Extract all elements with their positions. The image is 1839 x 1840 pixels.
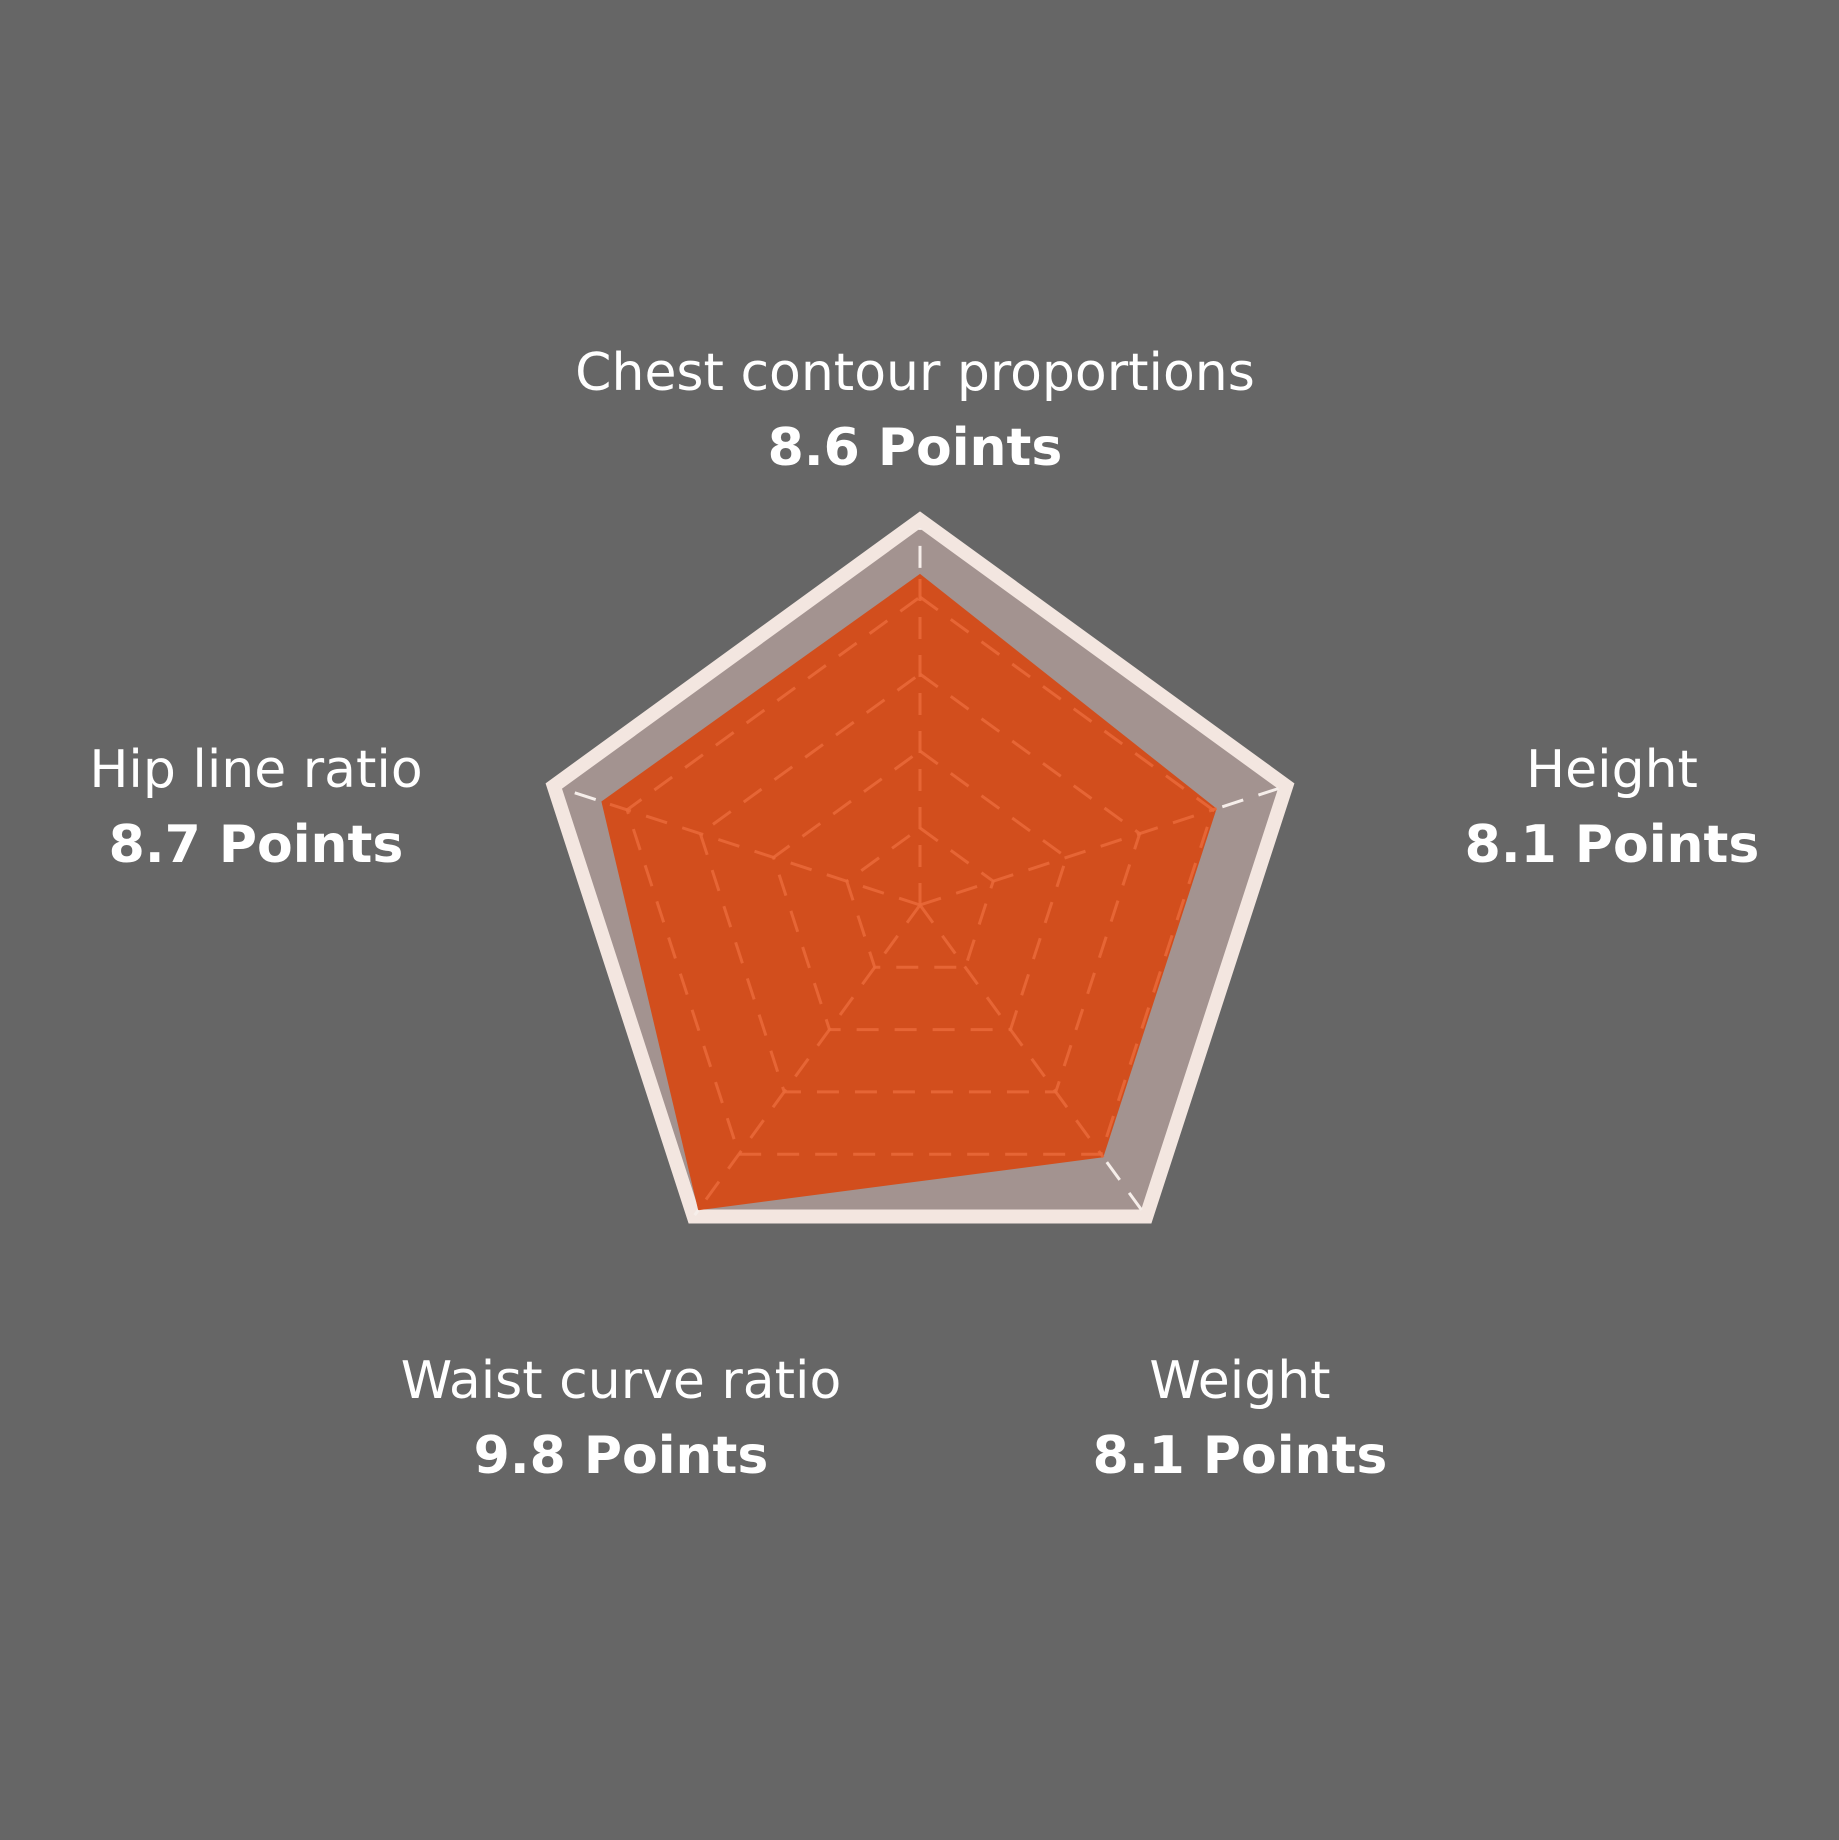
axis-label: Waist curve ratio: [401, 1351, 842, 1411]
radar-spoke-outer-4: [561, 787, 597, 802]
radar-series-area: [601, 573, 1217, 1211]
axis-score-label: 8.1 Points: [1465, 815, 1760, 875]
radar-spoke-outer-1: [1221, 787, 1279, 809]
axis-score-label: 8.6 Points: [768, 418, 1063, 478]
axis-score-label: 8.1 Points: [1093, 1426, 1388, 1486]
axis-score-label: 9.8 Points: [474, 1426, 769, 1486]
axis-label-group-2: Weight 8.1 Points: [1093, 1351, 1388, 1486]
radar-spoke-inner-2: [918, 904, 1105, 1159]
axis-label-group-3: Waist curve ratio 9.8 Points: [401, 1351, 842, 1486]
axis-label: Weight: [1149, 1351, 1330, 1411]
axis-label: Hip line ratio: [89, 740, 422, 800]
axis-labels-layer: Chest contour proportions 8.6 PointsHeigh…: [89, 343, 1759, 1486]
radar-spoke-outer-3: [693, 1209, 700, 1216]
grid-layer: [561, 528, 1279, 1216]
axis-score-label: 8.7 Points: [109, 815, 404, 875]
radar-spoke-inner-3: [696, 904, 922, 1212]
radar-spoke-inner-1: [919, 807, 1218, 907]
axis-label: Height: [1526, 740, 1698, 800]
axis-label-group-1: Height 8.1 Points: [1465, 740, 1760, 875]
series-layer: [601, 573, 1217, 1211]
axis-label-group-4: Hip line ratio 8.7 Points: [89, 740, 422, 875]
axis-label: Chest contour proportions: [575, 343, 1255, 403]
radar-spoke-inner-4: [600, 800, 921, 907]
axis-label-group-0: Chest contour proportions 8.6 Points: [575, 343, 1255, 478]
radar-spoke-outer-2: [1105, 1161, 1143, 1211]
